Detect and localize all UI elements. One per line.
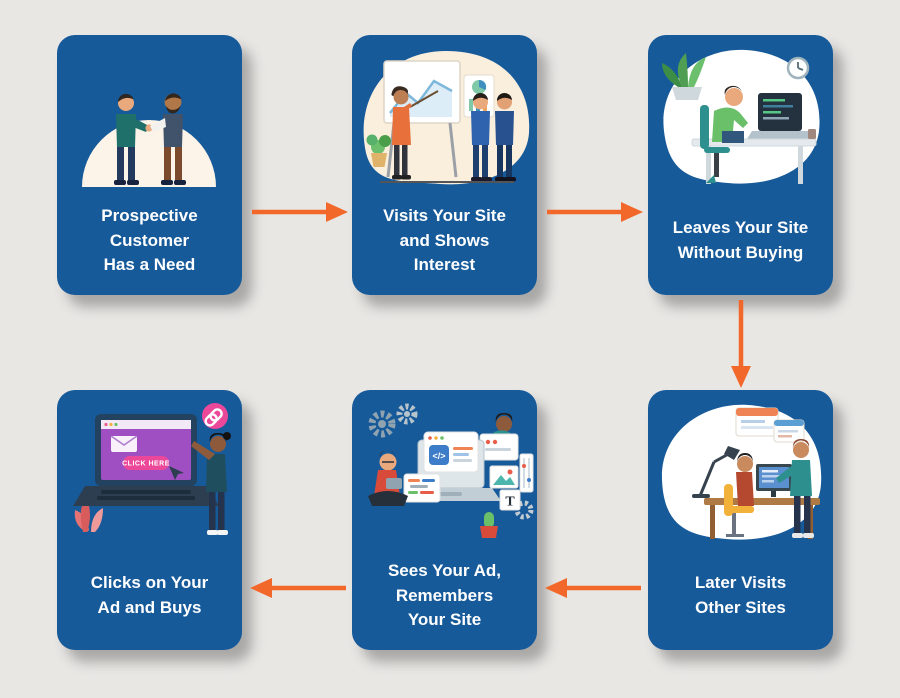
person-left [114,93,153,185]
click-here-laptop-illustration: CLICK HERE [57,390,242,542]
card-sees-ad: </> [352,390,537,650]
code-glyph: </> [432,451,445,461]
cta-button-label: CLICK HERE [122,461,170,468]
card-later-visits: Later Visits Other Sites [648,390,833,650]
plant [366,134,391,167]
presenter-woman [391,86,439,180]
arrow-down-icon [728,300,754,388]
coworkers-browsing-illustration [648,390,833,542]
card-leaves-site: Leaves Your Site Without Buying [648,35,833,295]
whiteboard-presentation-illustration [352,35,537,187]
code-card [403,473,441,503]
developer-person [368,450,408,506]
card-prospective-customer: Prospective Customer Has a Need [57,35,242,295]
card-label: Visits Your Site and Shows Interest [383,206,506,275]
letter-t-glyph: T [505,495,515,510]
arrow-left-icon [545,575,643,601]
browser-windows [735,407,805,443]
laptop [747,93,813,139]
person-at-desk [700,85,748,183]
card-label: Later Visits Other Sites [694,573,787,617]
arrow-right-icon [250,199,348,225]
card-visits-site: Visits Your Site and Shows Interest [352,35,537,295]
pointing-woman [191,432,231,535]
sitting-person [724,453,754,537]
card-label: Prospective Customer Has a Need [101,206,198,275]
monitor [756,464,792,497]
person-right [150,93,186,185]
arrow-left-icon [250,575,348,601]
pink-plant [74,498,103,532]
person-leaving-laptop-illustration [648,35,833,187]
cactus-plant [480,512,498,538]
plant [662,53,706,100]
link-badge-icon [202,403,228,429]
businessman-one [471,92,492,182]
image-card [489,465,519,489]
coffee-cup [808,129,816,139]
businessman-two [495,92,516,182]
card-label: Sees Your Ad, Remembers Your Site [387,561,502,630]
code-window: </> [423,431,479,473]
desk-lamp [692,446,740,498]
handshake-people-illustration [57,35,242,187]
typography-card: T [499,489,521,511]
laptop: CLICK HERE [73,414,219,506]
sliders-card [519,453,534,493]
woman-person [479,413,519,461]
card-label: Leaves Your Site Without Buying [672,218,809,262]
gears-icon [368,403,534,520]
card-clicks-ad: CLICK HERE Cli [57,390,242,650]
clock-icon [786,56,810,80]
arrow-right-icon [545,199,643,225]
standing-person [776,439,814,538]
web-ad-development-illustration: </> [352,390,537,542]
card-label: Clicks on Your Ad and Buys [90,573,209,617]
